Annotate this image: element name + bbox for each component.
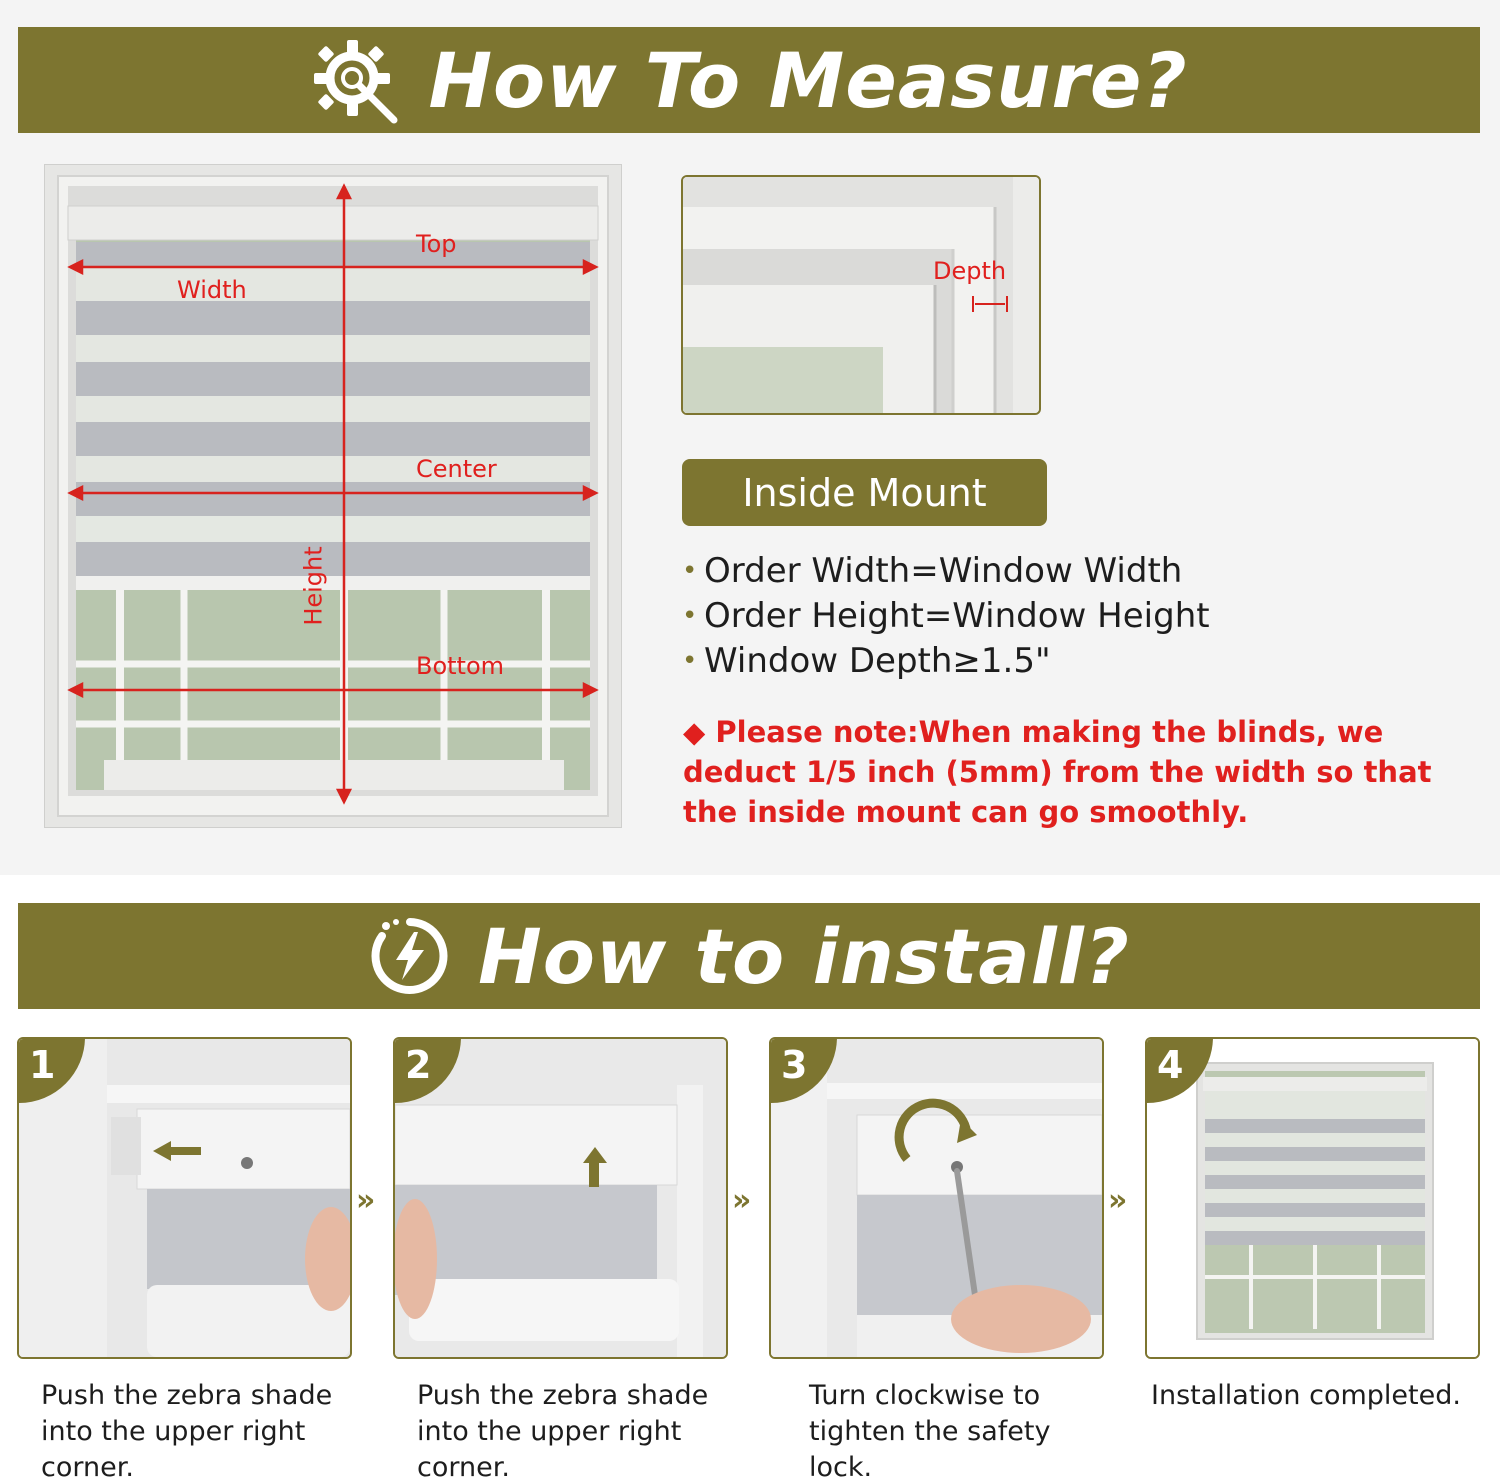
step-number: 1 [19,1039,85,1103]
list-item: •Window Depth≥1.5" [682,640,1051,681]
step-4-caption: Installation completed. [1151,1380,1461,1411]
step-1-photo: 1 [17,1037,352,1359]
list-item: •Order Width=Window Width [682,550,1183,591]
measure-banner: How To Measure? [18,27,1480,133]
measure-bullets: •Order Width=Window Width •Order Height=… [682,548,1462,683]
install-title: How to install? [478,911,1130,1001]
top-label: Top [416,230,457,258]
note-text: Please note:When making the blinds, we d… [683,715,1432,829]
center-label: Center [416,455,497,483]
diamond-icon: ◆ [683,715,706,749]
height-label: Height [299,546,328,626]
power-clock-icon [368,914,452,998]
install-banner: How to install? [18,903,1480,1009]
step-3-caption: Turn clockwise to tighten the safety loc… [809,1380,1051,1478]
depth-photo: Depth [681,175,1041,415]
step-2-photo: 2 [393,1037,728,1359]
gear-wrench-icon [310,34,402,126]
step-4-photo: 4 [1145,1037,1480,1359]
width-label: Width [177,276,247,304]
window-measure-diagram: Top Width Center Height Bottom [44,164,622,828]
step-2-caption: Push the zebra shade into the upper righ… [417,1380,709,1478]
deduction-note: ◆ Please note:When making the blinds, we… [683,712,1488,832]
bottom-label: Bottom [416,652,505,680]
next-arrow-icon: » [732,1183,751,1218]
next-arrow-icon: » [356,1183,375,1218]
step-3-photo: 3 [769,1037,1104,1359]
list-item: •Order Height=Window Height [682,595,1210,636]
step-1-caption: Push the zebra shade into the upper righ… [41,1380,333,1478]
measure-title: How To Measure? [428,35,1188,125]
depth-label: Depth [933,257,1007,285]
inside-mount-badge: Inside Mount [682,459,1047,526]
next-arrow-icon: » [1108,1183,1127,1218]
